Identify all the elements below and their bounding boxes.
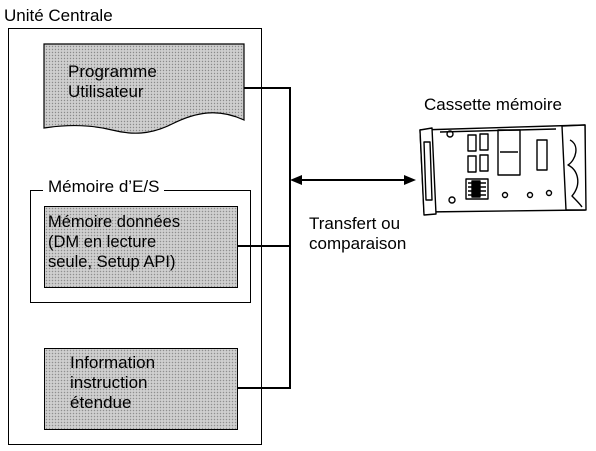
transfer-arrow-right-head — [404, 175, 416, 185]
extended-info-line3: étendue — [70, 393, 132, 412]
transfer-label: Transfert ou comparaison — [309, 214, 406, 254]
extended-info-line1: Information — [70, 353, 156, 372]
data-memory-line1: Mémoire données — [48, 213, 181, 231]
data-memory-line2: (DM en lecture — [48, 233, 157, 251]
extended-info-label: Information instruction étendue — [70, 353, 155, 413]
transfer-line1: Transfert ou — [309, 214, 401, 233]
user-program-label: Programme Utilisateur — [68, 62, 157, 102]
cpu-title: Unité Centrale — [4, 6, 113, 25]
user-program-line2: Utilisateur — [68, 82, 144, 101]
cassette-label: Cassette mémoire — [424, 95, 562, 114]
data-memory-label: Mémoire données (DM en lecture seule, Se… — [48, 212, 180, 272]
transfer-line2: comparaison — [309, 234, 407, 253]
io-memory-label: Mémoire d’E/S — [43, 177, 165, 197]
cpu-unit-frame — [8, 28, 262, 445]
data-memory-line3: seule, Setup API) — [48, 253, 176, 271]
extended-info-line2: instruction — [70, 373, 148, 392]
user-program-line1: Programme — [68, 62, 157, 81]
extended-info-box — [44, 348, 238, 430]
transfer-arrow-left-head — [290, 175, 302, 185]
data-memory-box — [44, 206, 238, 288]
